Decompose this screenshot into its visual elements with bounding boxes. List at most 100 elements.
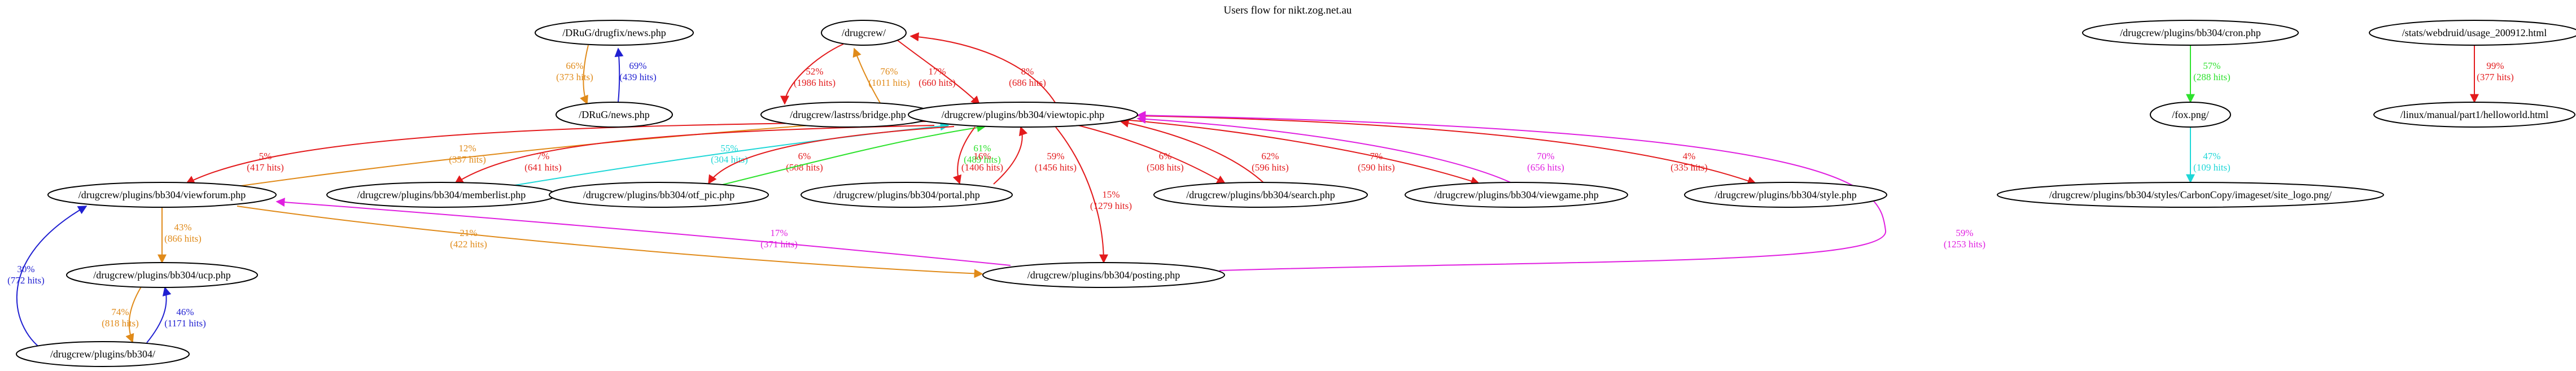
edge-posting-to-viewtopic: 59%(1253 hits)	[1136, 111, 1985, 271]
edge-line	[708, 126, 955, 185]
edge-memberlist-to-viewtopic: 55%(304 hits)	[508, 121, 950, 187]
edge-hits-label: (422 hits)	[450, 239, 487, 250]
edge-hits-label: (866 hits)	[164, 233, 202, 244]
edge-line	[780, 43, 844, 105]
edge-line	[1136, 114, 1514, 184]
node-ellipse	[549, 182, 769, 208]
edge-percent-label: 99%	[2486, 60, 2504, 71]
edges-layer: 66%(373 hits)69%(439 hits)52%(1986 hits)…	[7, 32, 2514, 353]
edge-percent-label: 12%	[458, 143, 476, 154]
edge-percent-label: 59%	[1956, 228, 1973, 238]
node-viewgame: /drugcrew/plugins/bb304/viewgame.php	[1405, 182, 1628, 208]
edge-line	[722, 123, 986, 185]
edge-percent-label: 46%	[176, 307, 194, 317]
edge-line	[993, 126, 1028, 185]
edge-percent-label: 69%	[629, 60, 646, 71]
edge-line	[896, 39, 981, 106]
node-viewtopic: /drugcrew/plugins/bb304/viewtopic.php	[908, 102, 1138, 128]
node-ellipse	[535, 20, 694, 46]
node-ucp: /drugcrew/plugins/bb304/ucp.php	[66, 262, 258, 288]
edge-drugcrew-to-viewtopic: 17%(660 hits)	[896, 39, 981, 106]
edge-hits-label: (686 hits)	[1009, 77, 1046, 88]
node-usage: /stats/webdruid/usage_200912.html	[2369, 20, 2576, 46]
node-ellipse	[801, 182, 1013, 208]
node-fox: /fox.png/	[2150, 102, 2231, 128]
edge-percent-label: 59%	[1047, 151, 1064, 162]
node-ellipse	[66, 262, 258, 288]
node-label: /drugcrew/plugins/bb304/styles/CarbonCop…	[2049, 189, 2332, 200]
edge-percent-label: 62%	[1261, 151, 1279, 162]
edge-percent-label: 30%	[17, 264, 34, 274]
node-posting: /drugcrew/plugins/bb304/posting.php	[982, 262, 1225, 288]
edge-viewtopic-to-otf_pic: 6%(508 hits)	[708, 126, 955, 185]
edge-line	[614, 47, 624, 103]
edge-drug_news-to-drugfix_news: 69%(439 hits)	[614, 47, 657, 103]
edge-hits-label: (417 hits)	[247, 162, 284, 173]
edge-percent-label: 4%	[1683, 151, 1696, 162]
edge-hits-label: (377 hits)	[2477, 72, 2514, 82]
node-ellipse	[1684, 182, 1887, 208]
edge-hits-label: (357 hits)	[449, 154, 486, 165]
edge-hits-label: (1986 hits)	[794, 77, 836, 88]
edge-percent-label: 43%	[174, 222, 191, 233]
node-ellipse	[2082, 20, 2299, 46]
node-label: /drugcrew/plugins/bb304/memberlist.php	[357, 189, 526, 200]
edge-usage-to-helloworld: 99%(377 hits)	[2470, 45, 2514, 103]
edge-percent-label: 76%	[880, 66, 898, 77]
edge-fox-to-carbon: 47%(109 hits)	[2186, 127, 2231, 184]
edge-percent-label: 5%	[259, 151, 272, 162]
edge-hits-label: (371 hits)	[760, 239, 798, 250]
node-drugcrew: /drugcrew/	[821, 20, 907, 46]
node-label: /drugcrew/plugins/bb304/search.php	[1186, 189, 1335, 200]
edge-percent-label: 6%	[1159, 151, 1172, 162]
node-memberlist: /drugcrew/plugins/bb304/memberlist.php	[326, 182, 557, 208]
node-ellipse	[908, 102, 1138, 128]
edge-otf_pic-to-viewtopic: 61%(489 hits)	[722, 123, 1001, 185]
node-label: /drugcrew/plugins/bb304/portal.php	[833, 189, 979, 200]
edge-line	[1055, 126, 1108, 264]
node-ellipse	[556, 102, 673, 128]
edge-bb304-to-viewforum: 30%(772 hits)	[7, 206, 88, 353]
edge-hits-label: (304 hits)	[711, 154, 748, 165]
edge-percent-label: 17%	[770, 228, 788, 238]
edge-percent-label: 16%	[973, 151, 991, 162]
node-label: /drugcrew/plugins/bb304/	[50, 348, 155, 360]
edge-line	[237, 206, 983, 278]
edge-hits-label: (660 hits)	[919, 77, 956, 88]
node-drugfix_news: /DRuG/drugfix/news.php	[535, 20, 694, 46]
edge-hits-label: (1456 hits)	[1035, 162, 1077, 173]
edge-line	[909, 32, 1056, 104]
edge-hits-label: (1279 hits)	[1090, 200, 1132, 211]
edge-hits-label: (335 hits)	[1670, 162, 1708, 173]
node-carbon: /drugcrew/plugins/bb304/styles/CarbonCop…	[1997, 182, 2384, 208]
edge-percent-label: 7%	[537, 151, 550, 162]
node-label: /linux/manual/part1/helloworld.html	[2400, 109, 2548, 120]
node-helloworld: /linux/manual/part1/helloworld.html	[2373, 102, 2575, 128]
edge-percent-label: 74%	[111, 307, 129, 317]
edge-hits-label: (641 hits)	[524, 162, 562, 173]
node-label: /drugcrew/plugins/bb304/otf_pic.php	[583, 189, 734, 200]
nodes-layer: /DRuG/drugfix/news.php/DRuG/news.php/dru…	[16, 20, 2576, 367]
node-drug_news: /DRuG/news.php	[556, 102, 673, 128]
edge-viewtopic-to-memberlist: 7%(641 hits)	[454, 125, 935, 184]
edge-line	[275, 198, 1011, 266]
node-ellipse	[982, 262, 1225, 288]
edge-hits-label: (439 hits)	[619, 72, 657, 82]
edge-percent-label: 8%	[1021, 66, 1034, 77]
edge-hits-label: (1171 hits)	[164, 318, 206, 329]
edge-percent-label: 57%	[2203, 60, 2220, 71]
edge-percent-label: 66%	[566, 60, 583, 71]
edge-viewtopic-to-viewforum: 5%(417 hits)	[185, 121, 926, 184]
edge-drugcrew-to-lastrss: 52%(1986 hits)	[780, 43, 844, 105]
node-ellipse	[1153, 182, 1368, 208]
diagram-title: Users flow for nikt.zog.net.au	[1224, 5, 1352, 16]
edge-hits-label: (508 hits)	[786, 162, 823, 173]
edge-hits-label: (489 hits)	[964, 154, 1001, 165]
edge-viewtopic-to-portal: 16%(1406 hits)	[952, 126, 1003, 185]
node-label: /drugcrew/	[842, 27, 886, 38]
edge-percent-label: 7%	[1370, 151, 1383, 162]
node-label: /fox.png/	[2172, 109, 2209, 120]
edge-lastrss-to-drugcrew: 76%(1011 hits)	[852, 47, 910, 104]
node-ellipse	[2150, 102, 2231, 128]
